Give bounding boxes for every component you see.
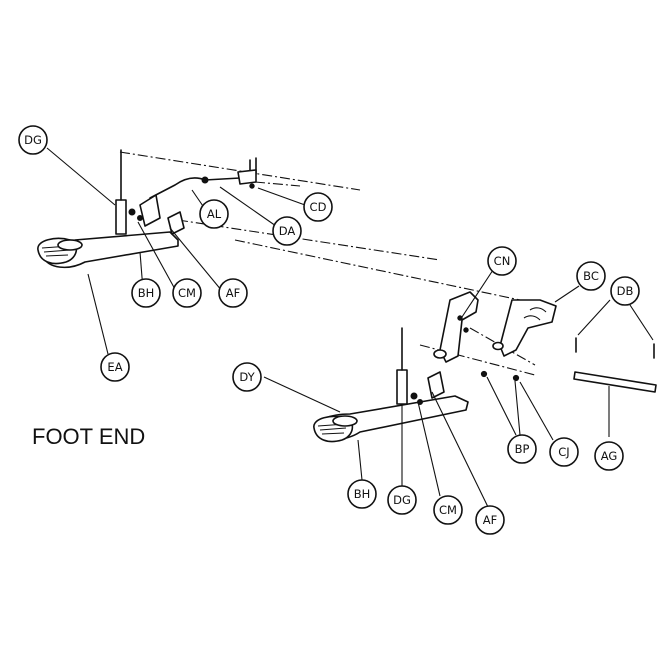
lower-right-assembly	[313, 291, 657, 443]
callout-cn: CN	[487, 246, 517, 276]
svg-text:EA: EA	[107, 360, 122, 374]
callout-bh-2: BH	[347, 479, 377, 509]
svg-text:BC: BC	[583, 269, 599, 283]
svg-text:CD: CD	[310, 200, 327, 214]
svg-text:AF: AF	[226, 286, 240, 300]
callout-cj: CJ	[549, 437, 579, 467]
callout-cd: CD	[303, 192, 333, 222]
callout-da: DA	[272, 216, 302, 246]
callout-bp: BP	[507, 434, 537, 464]
svg-text:BH: BH	[354, 487, 371, 501]
svg-text:AL: AL	[207, 207, 222, 221]
callout-cm-2: CM	[433, 495, 463, 525]
svg-text:DY: DY	[239, 370, 255, 384]
callout-ea: EA	[100, 352, 130, 382]
upper-left-assembly	[37, 149, 521, 301]
svg-text:BP: BP	[515, 442, 530, 456]
callout-dg-1: DG	[18, 125, 48, 155]
callout-cm-1: CM	[172, 278, 202, 308]
svg-text:CM: CM	[178, 286, 196, 300]
svg-text:BH: BH	[138, 286, 155, 300]
diagram-title: FOOT END	[32, 424, 145, 449]
callout-dy: DY	[232, 362, 262, 392]
svg-text:DG: DG	[24, 133, 42, 147]
callout-ag: AG	[594, 441, 624, 471]
svg-text:CN: CN	[494, 254, 511, 268]
svg-text:DB: DB	[617, 284, 634, 298]
callout-af-1: AF	[218, 278, 248, 308]
callout-al: AL	[199, 199, 229, 229]
callout-dg-2: DG	[387, 485, 417, 515]
callout-af-2: AF	[475, 505, 505, 535]
svg-text:AF: AF	[483, 513, 497, 527]
callout-db: DB	[610, 276, 640, 306]
callout-bh-1: BH	[131, 278, 161, 308]
callout-bc: BC	[576, 261, 606, 291]
svg-text:CM: CM	[439, 503, 457, 517]
svg-text:DG: DG	[393, 493, 411, 507]
leader-lines	[46, 147, 654, 508]
svg-text:DA: DA	[279, 224, 296, 238]
svg-text:AG: AG	[601, 449, 618, 463]
svg-text:CJ: CJ	[558, 445, 569, 459]
